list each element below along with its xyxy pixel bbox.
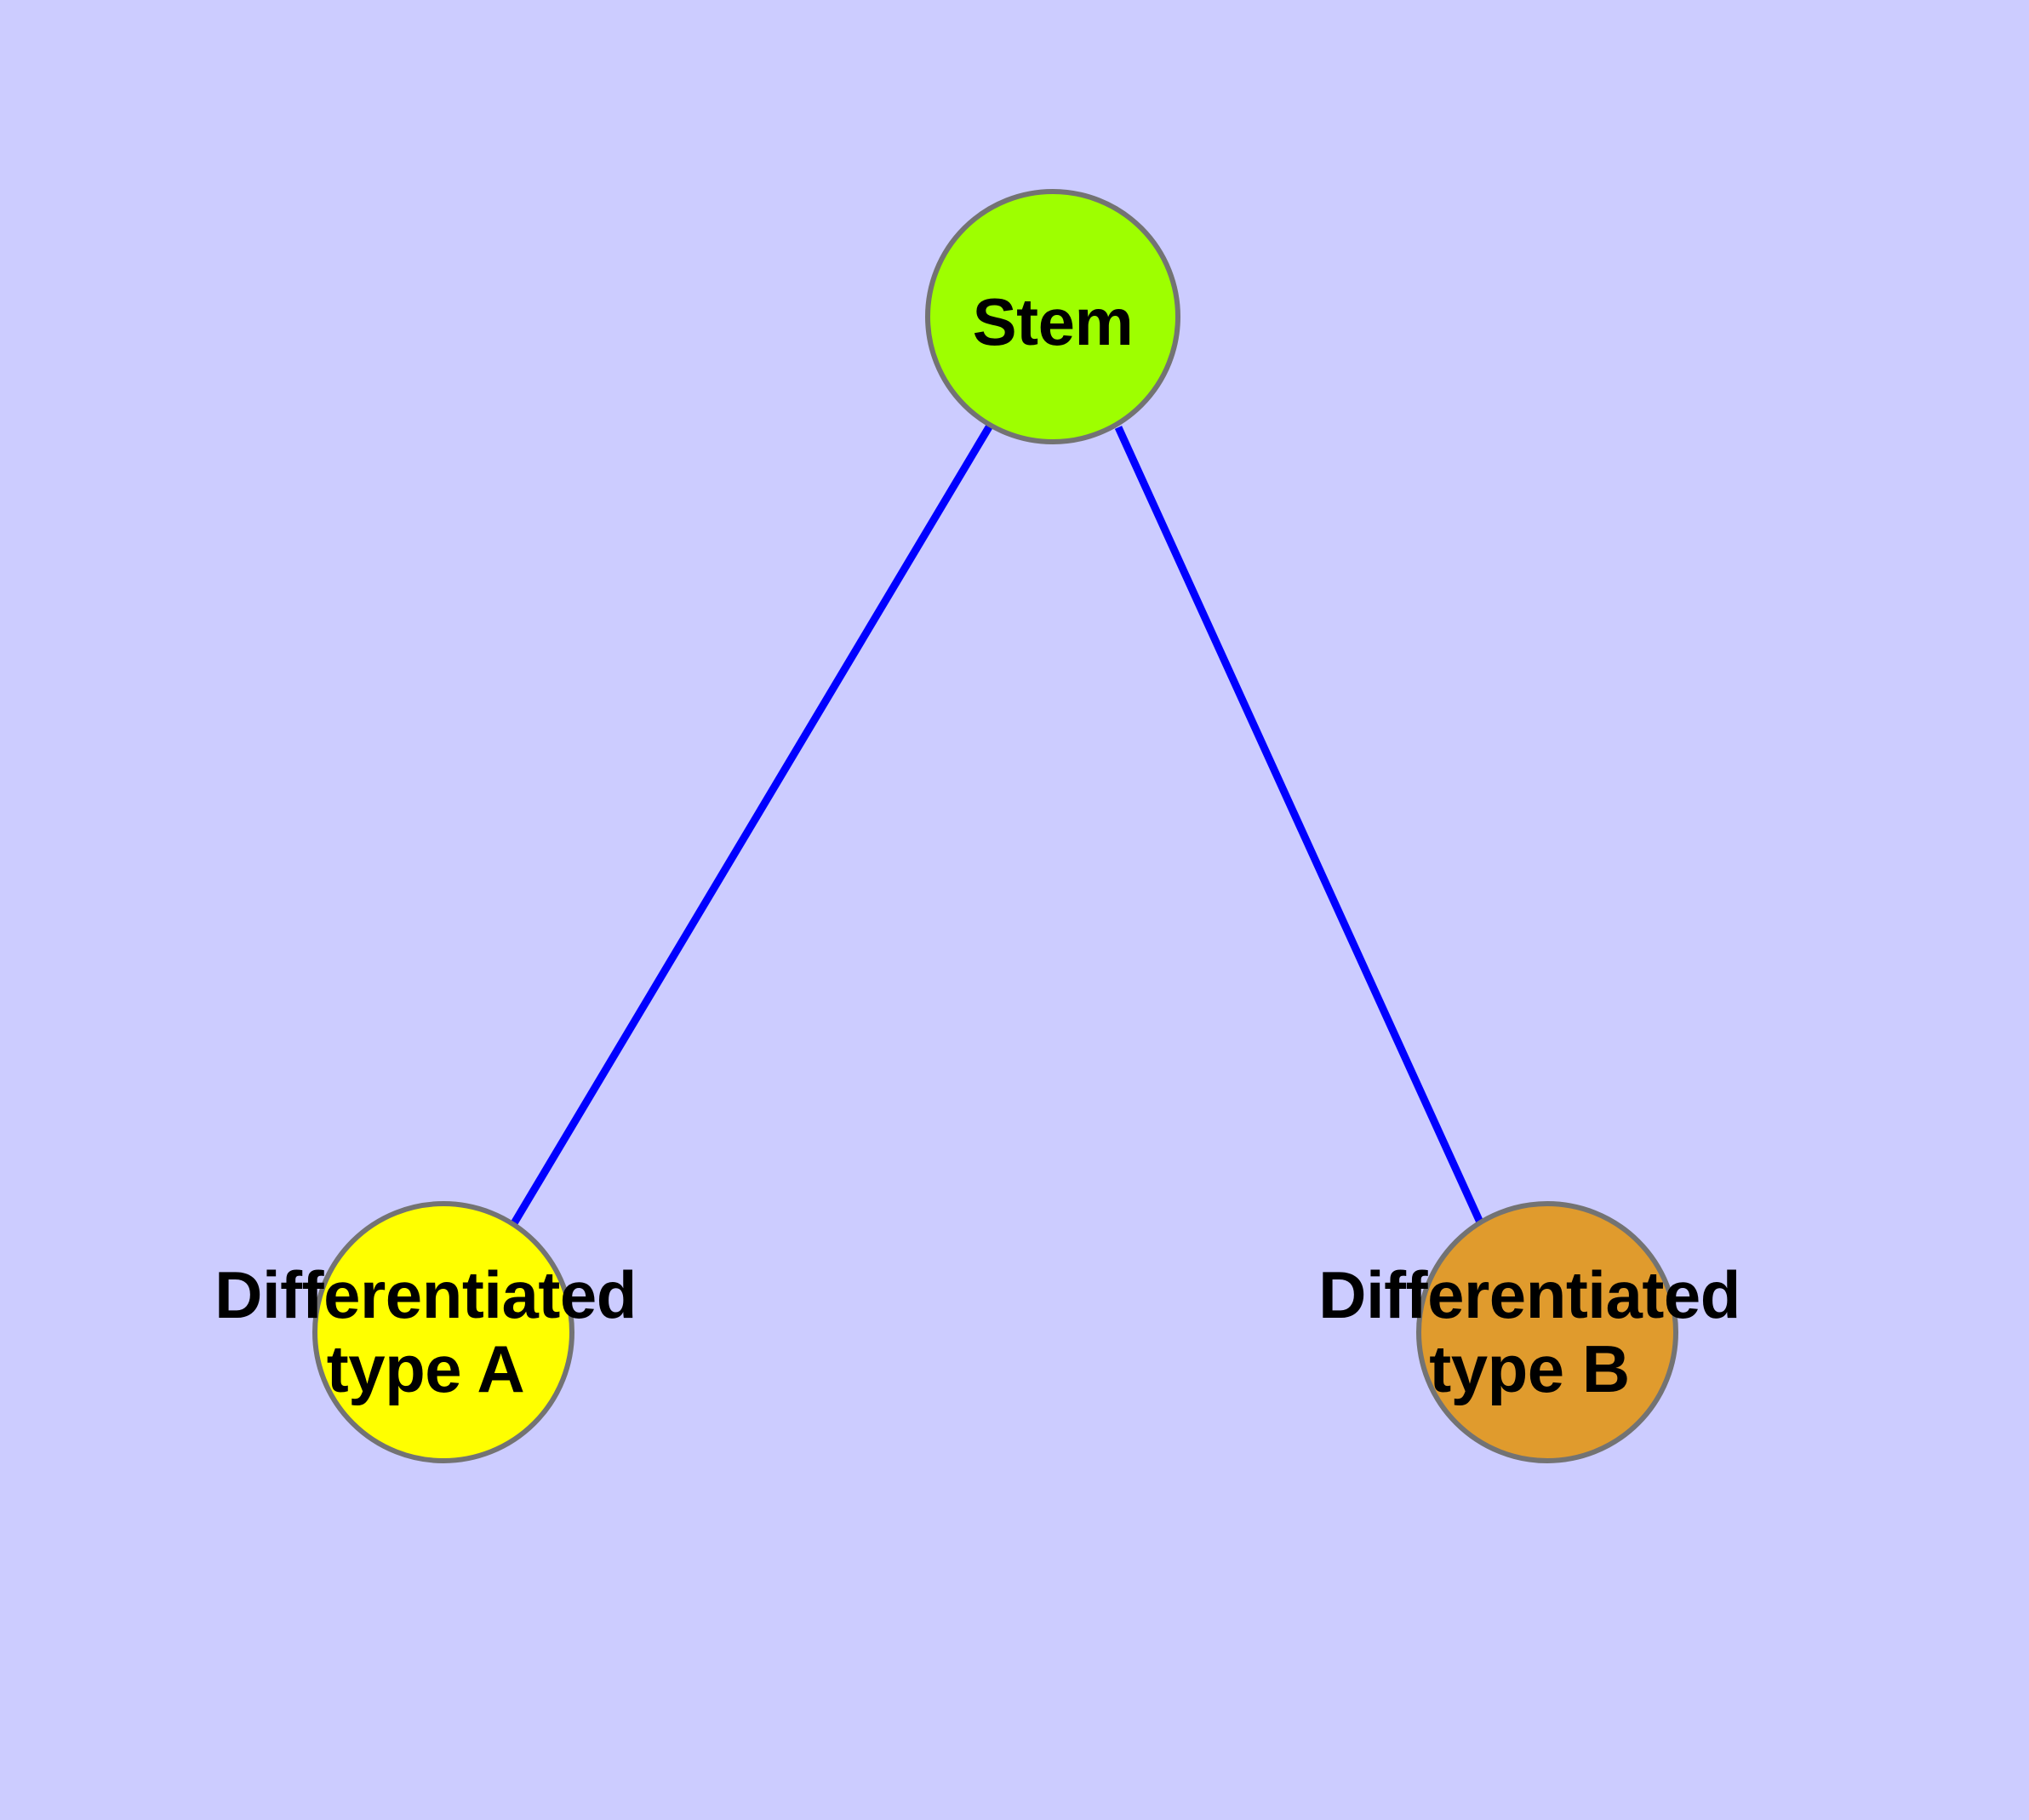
node-label-differentiated-type-b: Differentiated type B xyxy=(1318,1256,1740,1406)
node-differentiated-type-b[interactable] xyxy=(1416,1201,1678,1463)
node-differentiated-type-a[interactable] xyxy=(312,1201,574,1463)
edge-stem-to-differentiated-type-b xyxy=(1114,426,1485,1226)
node-label-differentiated-type-a: Differentiated type A xyxy=(214,1256,637,1406)
node-stem[interactable] xyxy=(925,189,1180,444)
node-label-stem: Stem xyxy=(972,283,1134,359)
edge-stem-to-differentiated-type-a xyxy=(511,423,993,1226)
